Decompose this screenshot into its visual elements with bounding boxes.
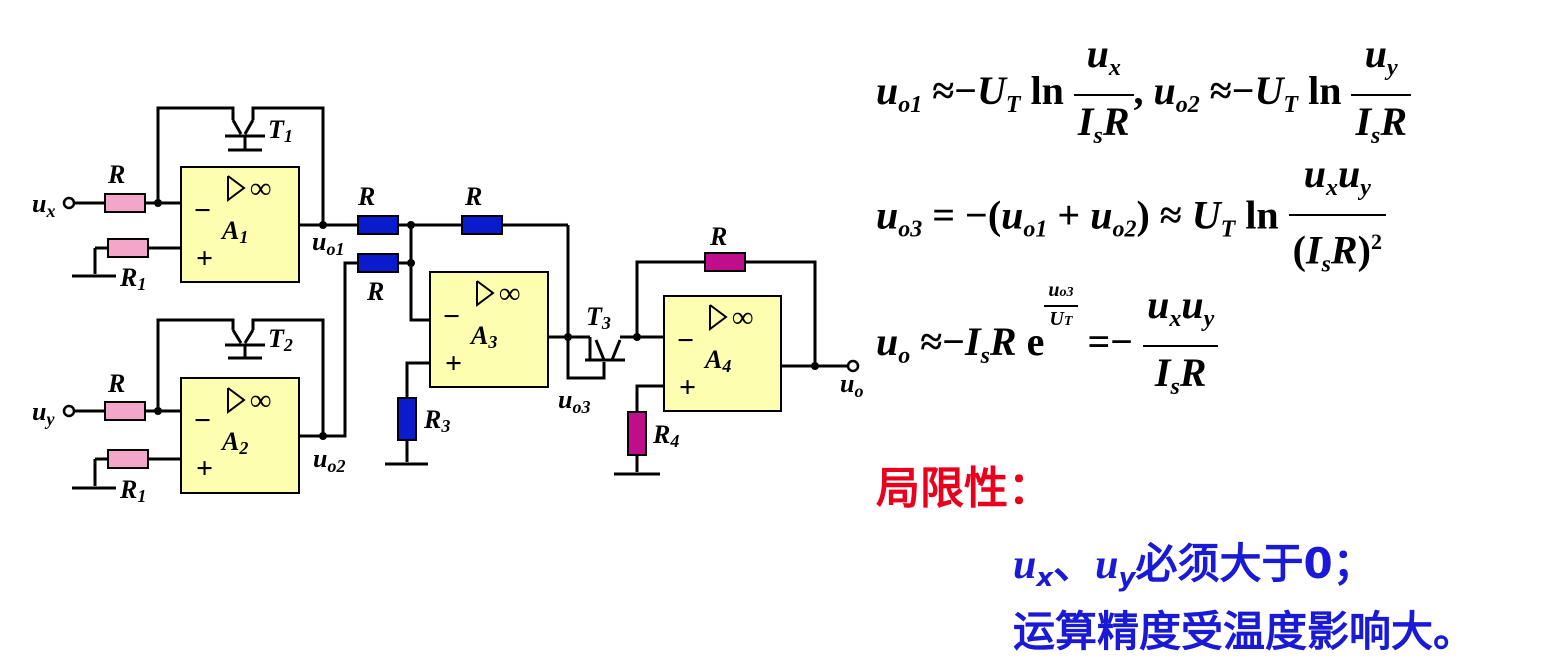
fraction-uxuy-isr2: uxuy(IsR)2 xyxy=(1288,148,1386,290)
label-t2: T2 xyxy=(268,324,293,355)
junction-dots xyxy=(154,199,819,440)
resistor-r4 xyxy=(627,411,647,456)
label-r-feedback-a3: R xyxy=(464,182,482,211)
resistor-r-sum2 xyxy=(357,253,399,273)
label-a2: A2 xyxy=(220,427,248,458)
resistor-r-sum1 xyxy=(357,215,399,235)
resistors xyxy=(104,193,746,469)
a3-minus: − xyxy=(443,300,460,333)
label-t3: T3 xyxy=(586,302,611,333)
label-r-sum1: R xyxy=(357,182,375,211)
limitation-temperature-accuracy: 运算精度受温度影响大。 xyxy=(1013,607,1476,656)
a3-infinity: ∞ xyxy=(499,277,520,310)
a1-infinity: ∞ xyxy=(250,172,271,205)
circuit-wires xyxy=(70,106,848,490)
resistor-r1-a2 xyxy=(107,449,149,469)
a1-minus: − xyxy=(194,194,211,227)
a3-plus: + xyxy=(445,347,462,380)
log-multiplier-circuit: ∞ ∞ ∞ ∞ − + − + − + − + A1 A2 A3 A4 T1 T… xyxy=(32,106,863,506)
limitations-heading: 局限性： xyxy=(876,463,1052,514)
label-a3: A3 xyxy=(469,321,497,352)
a2-minus: − xyxy=(194,404,211,437)
resistor-r-feedback-a4 xyxy=(704,252,746,272)
transistor-t1 xyxy=(225,119,265,152)
a1-plus: + xyxy=(196,242,213,275)
label-uy: uy xyxy=(32,397,55,429)
a4-infinity: ∞ xyxy=(732,301,753,334)
resistor-r1-a1 xyxy=(107,238,149,258)
equation-uo3: uo3 = −(uo1 + uo2) ≈ UT ln uxuy(IsR)2 xyxy=(876,148,1386,290)
label-r-sum2: R xyxy=(366,277,384,306)
transistor-t2 xyxy=(225,329,265,360)
terminals xyxy=(62,196,860,418)
resistor-r-a2 xyxy=(104,401,146,421)
a4-plus: + xyxy=(679,371,696,404)
label-r1-a2: R1 xyxy=(119,475,146,506)
label-r-a1: R xyxy=(107,160,125,189)
resistor-r-a1 xyxy=(104,193,146,213)
resistor-r-feedback-a3 xyxy=(461,215,503,235)
a2-plus: + xyxy=(196,452,213,485)
resistor-r3 xyxy=(397,397,417,441)
a2-infinity: ∞ xyxy=(250,384,271,417)
label-uo3: uo3 xyxy=(558,385,590,417)
label-r3: R3 xyxy=(423,405,450,436)
label-t1: T1 xyxy=(268,115,293,146)
opamp-sign-labels: − + − + − + − + xyxy=(194,194,696,485)
label-uo: uo xyxy=(840,369,863,401)
label-r1-a1: R1 xyxy=(119,263,146,294)
label-r4: R4 xyxy=(652,420,679,451)
label-uo2: uo2 xyxy=(313,444,345,476)
label-ux: ux xyxy=(32,189,55,221)
opamp-infinity-labels: ∞ ∞ ∞ ∞ xyxy=(250,172,753,417)
opamp-triangles xyxy=(227,175,728,414)
a4-minus: − xyxy=(677,324,694,357)
transistor-t3 xyxy=(594,339,622,361)
label-r-feedback-a4: R xyxy=(709,222,727,251)
label-a4: A4 xyxy=(703,345,731,376)
label-uo1: uo1 xyxy=(312,227,344,259)
label-a1: A1 xyxy=(220,216,248,247)
opamp-a4 xyxy=(663,295,782,412)
component-labels: A1 A2 A3 A4 T1 T2 T3 R R1 R R1 R R R R R… xyxy=(32,115,863,506)
limitation-positive-inputs: ux、uy必须大于0； xyxy=(1013,539,1375,593)
label-r-a2: R xyxy=(107,369,125,398)
